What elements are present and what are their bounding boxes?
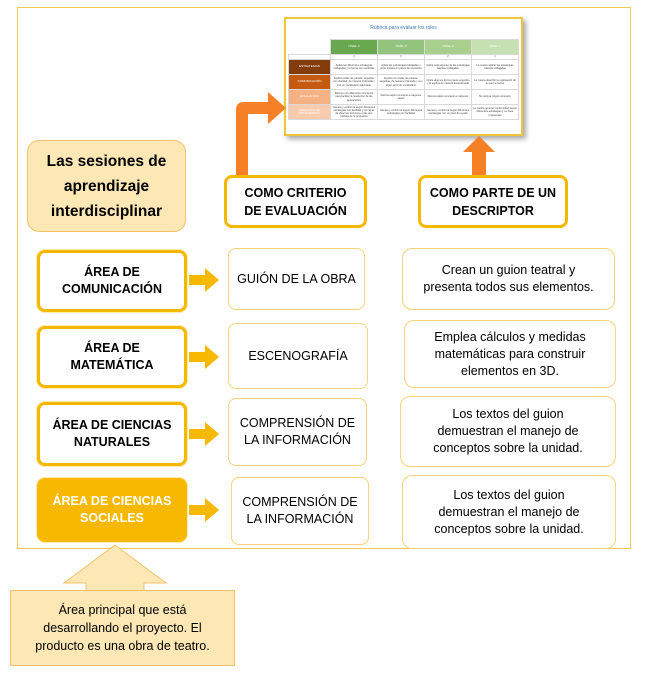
session-title-line: aprendizaje [63, 177, 150, 195]
rubric-cell: Genera y conforma según diferentes estra… [330, 104, 378, 120]
rubric-cell: Explica todas las pausas seguidas con cl… [330, 74, 378, 90]
main-area-note: Área principal que está desarrollando el… [10, 590, 235, 666]
orange-up-arrow [463, 136, 495, 176]
rubric-cell: Le cuesta describir la explicación de lo… [471, 74, 519, 90]
rubric-cell: Genera y conforma según diferentes estra… [424, 104, 472, 120]
diagram-frame [17, 7, 631, 549]
descriptor-header: COMO PARTE DE UN DESCRIPTOR [418, 175, 568, 228]
rubric-level: NIVEL 3 [377, 39, 425, 55]
rubric-level: NIVEL 4 [330, 39, 378, 55]
yellow-right-arrow [189, 498, 219, 522]
rubric-criterion: ESTRATEGIAS [288, 59, 331, 75]
rubric-level: NIVEL 1 [471, 39, 519, 55]
rubric-cell: Genera y conforma según diferentes estra… [377, 104, 425, 120]
yellow-right-arrow [189, 268, 219, 292]
criterio-header: COMO CRITERIO DE EVALUACIÓN [224, 175, 367, 228]
rubric-cell: Razona algún concepto en algunos [424, 89, 472, 105]
orange-elbow-arrow [236, 92, 286, 178]
rubric-row: COMUNICACIÓN Explica todas las pausas se… [288, 74, 519, 90]
rubric-cell: Razona con diferentes conceptos para fac… [330, 89, 378, 105]
rubric-criterion: CREACIÓN DE PROPUESTAS [288, 104, 331, 120]
rubric-cell: Omite algunos de los pasos seguidos y la… [424, 74, 472, 90]
rubric-cell: Explica con todas las pausas seguidas, d… [377, 74, 425, 90]
rubric-criterion: COMUNICACIÓN [288, 74, 331, 90]
rubric-level: NIVEL 2 [424, 39, 472, 55]
rubric-title: Rúbrica para evaluar los roles [370, 25, 437, 31]
rubric-cell: Aplica solo algunas de las estrategias b… [424, 59, 472, 75]
rubric-cell: Le cuesta aplicar las estrategias básica… [471, 59, 519, 75]
yellow-right-arrow [189, 422, 219, 446]
rubric-cell: No razona ningún concepto [471, 89, 519, 105]
rubric-table: NIVEL 4 NIVEL 3 NIVEL 2 NIVEL 1 4 3 2 1 … [288, 39, 519, 120]
rubric-criterion: EVALUACIÓN [288, 89, 331, 105]
criterio-guion: GUIÓN DE LA OBRA [228, 248, 365, 310]
yellow-right-arrow [189, 345, 219, 369]
session-title-line: interdisciplinar [50, 202, 163, 220]
rubric-row: CREACIÓN DE PROPUESTAS Genera y conforma… [288, 104, 519, 120]
rubric-cell: Aplica las estrategias trabajadas y pone… [377, 59, 425, 75]
rubric-cell: Razona algún concepto en algunos casos [377, 89, 425, 105]
rubric-levels-row: NIVEL 4 NIVEL 3 NIVEL 2 NIVEL 1 [288, 39, 519, 55]
rubric-row: EVALUACIÓN Razona con diferentes concept… [288, 89, 519, 105]
rubric-cell: Le cuesta generar conformidad según dife… [471, 104, 519, 120]
session-title-line: Las sesiones de [46, 152, 167, 170]
session-title-box: Las sesiones de aprendizaje interdiscipl… [27, 140, 186, 232]
note-up-arrow [62, 544, 168, 592]
criterio-escenografia: ESCENOGRAFÍA [228, 323, 368, 389]
rubric-cell: Aplica las diferentes estrategias trabaj… [330, 59, 378, 75]
rubric-image: Rúbrica para evaluar los roles NIVEL 4 N… [284, 17, 523, 136]
rubric-row: ESTRATEGIAS Aplica las diferentes estrat… [288, 59, 519, 75]
